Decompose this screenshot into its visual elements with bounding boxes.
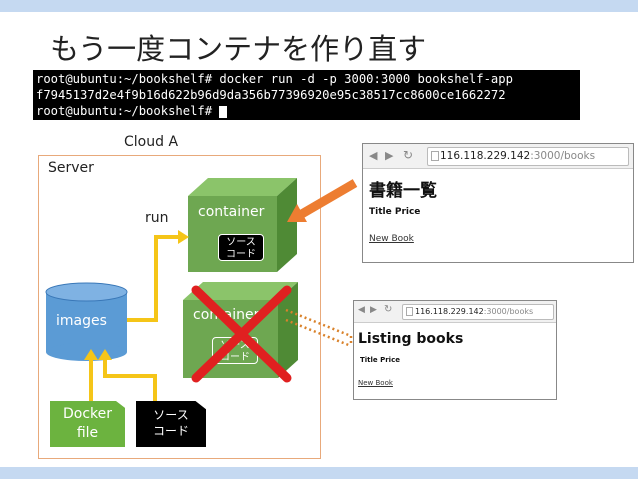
- source-code-ghost-line2: コード: [220, 352, 250, 363]
- container-cube-top: [188, 178, 297, 196]
- bottom-accent-bar: [0, 467, 638, 479]
- table-header: Title Price: [360, 356, 400, 364]
- source-code-line2: コード: [152, 424, 189, 438]
- new-book-link[interactable]: New Book: [369, 234, 414, 244]
- container2-cube-side: [278, 282, 298, 378]
- run-arrow-head: [178, 230, 189, 244]
- page-heading: 書籍一覧: [369, 181, 437, 201]
- images-label: images: [56, 313, 107, 329]
- page-icon: [406, 307, 413, 316]
- back-icon[interactable]: ◀: [358, 305, 365, 315]
- run-label: run: [145, 210, 169, 226]
- terminal-prompt-line: root@ubuntu:~/bookshelf#: [36, 104, 228, 118]
- url-host: 116.118.229.142: [415, 307, 484, 316]
- browser-window-books-en: ◀ ▶ ↻ 116.118.229.142:3000/books Listing…: [353, 300, 557, 400]
- orange-arrow: [297, 179, 358, 219]
- terminal-prompt: root@ubuntu:~/bookshelf#: [36, 104, 220, 118]
- terminal-command-line: root@ubuntu:~/bookshelf# docker run -d -…: [36, 72, 513, 86]
- terminal-cursor: [219, 105, 228, 118]
- back-icon[interactable]: ◀: [369, 149, 378, 162]
- source-code-line1: ソース: [153, 408, 189, 422]
- dotted-connector-bottom: [285, 318, 352, 348]
- orange-arrow-head: [287, 204, 307, 222]
- images-cylinder-top: [45, 282, 128, 302]
- url-host: 116.118.229.142: [440, 150, 531, 162]
- browser-window-books-ja: ◀ ▶ ↻ 116.118.229.142:3000/books 書籍一覧 Ti…: [362, 143, 634, 263]
- source-code-badge-line2: コード: [226, 249, 256, 260]
- server-label: Server: [48, 160, 94, 176]
- run-arrow: [127, 235, 180, 322]
- dockerfile-box: Docker file: [50, 401, 125, 447]
- address-bar[interactable]: 116.118.229.142:3000/books: [402, 304, 554, 320]
- container-label: container: [198, 204, 265, 220]
- source-arrow-head: [98, 349, 112, 360]
- dockerfile-line2: file: [76, 425, 99, 441]
- browser-toolbar: ◀ ▶ ↻ 116.118.229.142:3000/books: [354, 301, 556, 323]
- dockerfile-arrow-head: [84, 349, 98, 360]
- forward-icon[interactable]: ▶: [385, 149, 394, 162]
- terminal-output-line: f7945137d2e4f9b16d622b96d9da356b77396920…: [36, 88, 506, 102]
- reload-icon[interactable]: ↻: [403, 148, 414, 162]
- terminal-window: root@ubuntu:~/bookshelf# docker run -d -…: [33, 70, 580, 120]
- reload-icon[interactable]: ↻: [384, 304, 393, 315]
- source-code-badge-line1: ソース: [226, 237, 256, 248]
- table-header: Title Price: [369, 207, 421, 217]
- page-icon: [431, 151, 439, 161]
- new-book-link[interactable]: New Book: [358, 379, 393, 387]
- cross-line-2: [191, 285, 292, 383]
- source-arrow: [103, 358, 157, 401]
- page-heading: Listing books: [358, 331, 464, 347]
- dockerfile-line1: Docker: [62, 406, 113, 422]
- cloud-label: Cloud A: [124, 134, 179, 150]
- top-accent-bar: [0, 0, 638, 12]
- container-cube-side: [277, 178, 297, 272]
- forward-icon[interactable]: ▶: [370, 305, 377, 315]
- dotted-connector-top: [285, 308, 352, 338]
- url-path: :3000/books: [530, 150, 596, 162]
- url-path: :3000/books: [483, 307, 534, 316]
- source-code-badge: ソース コード: [218, 234, 264, 261]
- slide-title: もう一度コンテナを作り直す: [50, 32, 427, 66]
- source-code-box: ソース コード: [136, 401, 206, 447]
- images-cylinder-body: [46, 292, 127, 352]
- browser-toolbar: ◀ ▶ ↻ 116.118.229.142:3000/books: [363, 144, 633, 169]
- address-bar[interactable]: 116.118.229.142:3000/books: [427, 147, 629, 166]
- container2-cube-top: [183, 282, 298, 300]
